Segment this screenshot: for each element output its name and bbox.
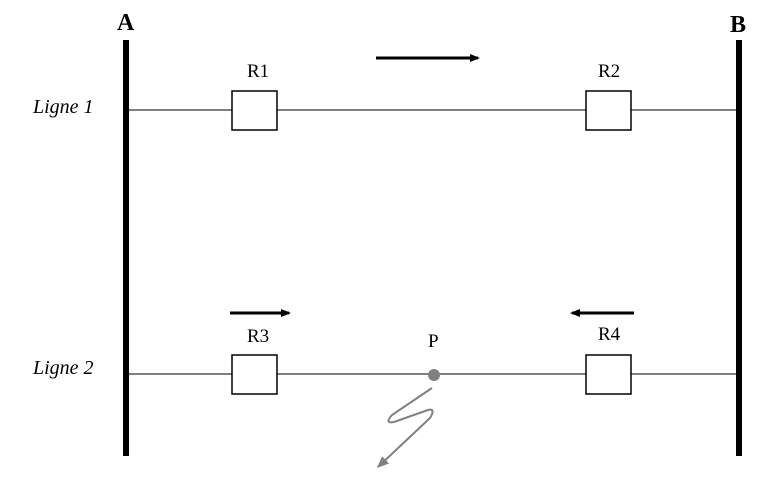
relay-r2-box bbox=[585, 90, 632, 131]
bus-label-b: B bbox=[730, 12, 746, 38]
relay-r1-box bbox=[231, 90, 278, 131]
fault-lightning-arrow bbox=[376, 387, 434, 469]
fault-label: P bbox=[428, 331, 439, 352]
line-label-1: Ligne 1 bbox=[32, 96, 94, 118]
line-label-2: Ligne 2 bbox=[32, 357, 94, 379]
relay-r4-box bbox=[585, 354, 632, 395]
relay-r4-label: R4 bbox=[598, 324, 621, 345]
fault-point bbox=[428, 369, 440, 381]
relay-r2-label: R2 bbox=[598, 61, 620, 82]
relay-r1-label: R1 bbox=[247, 61, 269, 82]
bus-label-a: A bbox=[117, 10, 135, 36]
relay-r3-box bbox=[231, 354, 278, 395]
relay-r3-label: R3 bbox=[247, 326, 269, 347]
